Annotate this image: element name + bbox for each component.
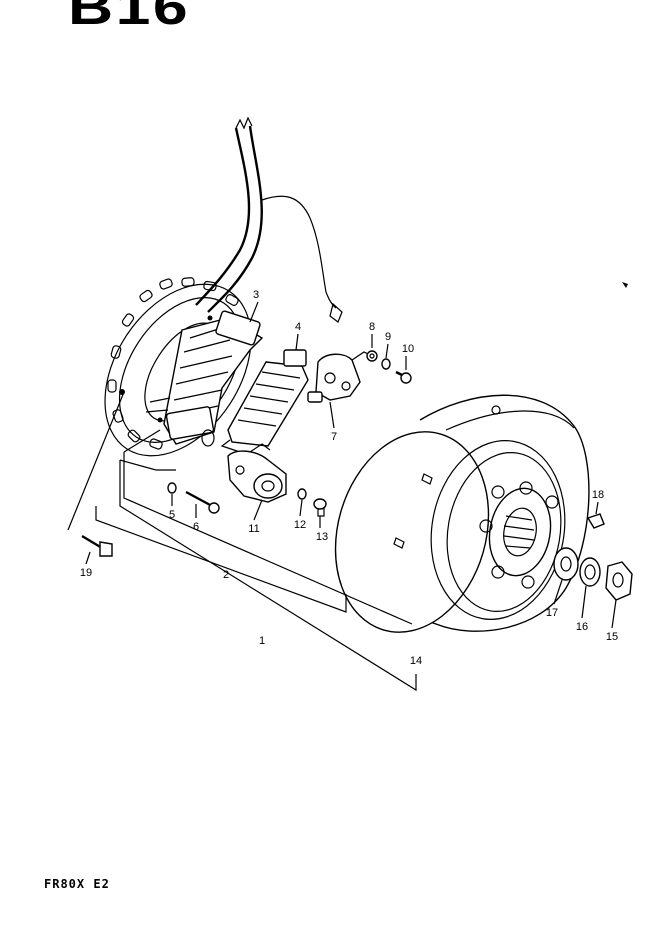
- wire-harness: [195, 116, 343, 323]
- lock-washer-16: [579, 557, 601, 587]
- label-part-1: 1: [259, 635, 265, 647]
- flywheel-rotor: [334, 394, 590, 633]
- label-part-3: 3: [253, 289, 259, 301]
- label-part-2: 2: [223, 569, 229, 581]
- part-labels: 1 2 3 4 5 6 7 8 9 10 11 12 13 14 15 16 1…: [80, 289, 618, 667]
- contact-breaker: [307, 351, 373, 403]
- label-part-9: 9: [385, 331, 391, 343]
- section-code: B16: [68, 0, 191, 35]
- nut-15: [605, 561, 633, 601]
- assembly-brackets: [67, 301, 617, 692]
- label-part-11: 11: [248, 523, 259, 535]
- label-part-17: 17: [546, 607, 558, 619]
- label-part-8: 8: [369, 321, 375, 333]
- label-part-18: 18: [592, 489, 604, 501]
- label-part-13: 13: [316, 531, 328, 543]
- label-part-14: 14: [410, 655, 422, 667]
- label-part-10: 10: [402, 343, 414, 355]
- lighting-coil: [220, 349, 309, 453]
- label-part-19: 19: [80, 567, 92, 579]
- stator-coil-assembly: [145, 310, 264, 447]
- fasteners: [81, 350, 605, 557]
- ignition-coil: [227, 443, 287, 503]
- label-part-6: 6: [193, 521, 199, 533]
- label-part-7: 7: [331, 431, 337, 443]
- model-code: FR80X E2: [44, 877, 110, 891]
- label-part-15: 15: [606, 631, 618, 643]
- label-part-4: 4: [295, 321, 301, 333]
- washer-17: [553, 547, 579, 581]
- label-part-5: 5: [169, 509, 175, 521]
- stray-mark: [622, 282, 628, 288]
- label-part-16: 16: [576, 621, 588, 633]
- label-part-12: 12: [294, 519, 306, 531]
